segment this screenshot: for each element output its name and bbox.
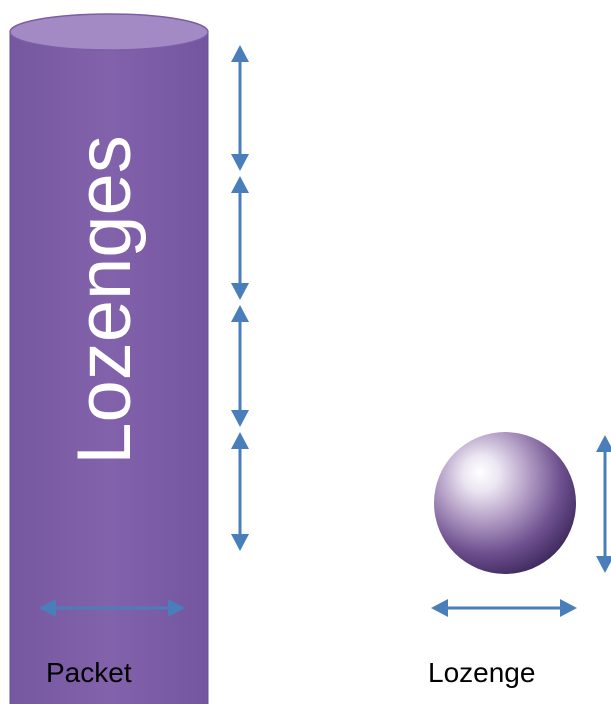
packet-caption: Packet xyxy=(46,657,132,688)
vertical-arrow xyxy=(231,432,249,551)
lozenge-width-arrow xyxy=(431,599,577,617)
packet-cylinder: Lozenges xyxy=(9,13,209,704)
packet-height-arrows xyxy=(231,45,249,551)
vertical-arrow xyxy=(231,305,249,427)
packet-label: Lozenges xyxy=(62,135,147,465)
lozenge-sphere xyxy=(434,432,576,574)
lozenge-height-arrow xyxy=(596,435,611,573)
vertical-arrow xyxy=(231,176,249,300)
lozenge-caption: Lozenge xyxy=(428,657,536,688)
packet-width-arrow xyxy=(39,599,185,617)
vertical-arrow xyxy=(231,45,249,171)
packet-cylinder-top xyxy=(9,13,209,51)
